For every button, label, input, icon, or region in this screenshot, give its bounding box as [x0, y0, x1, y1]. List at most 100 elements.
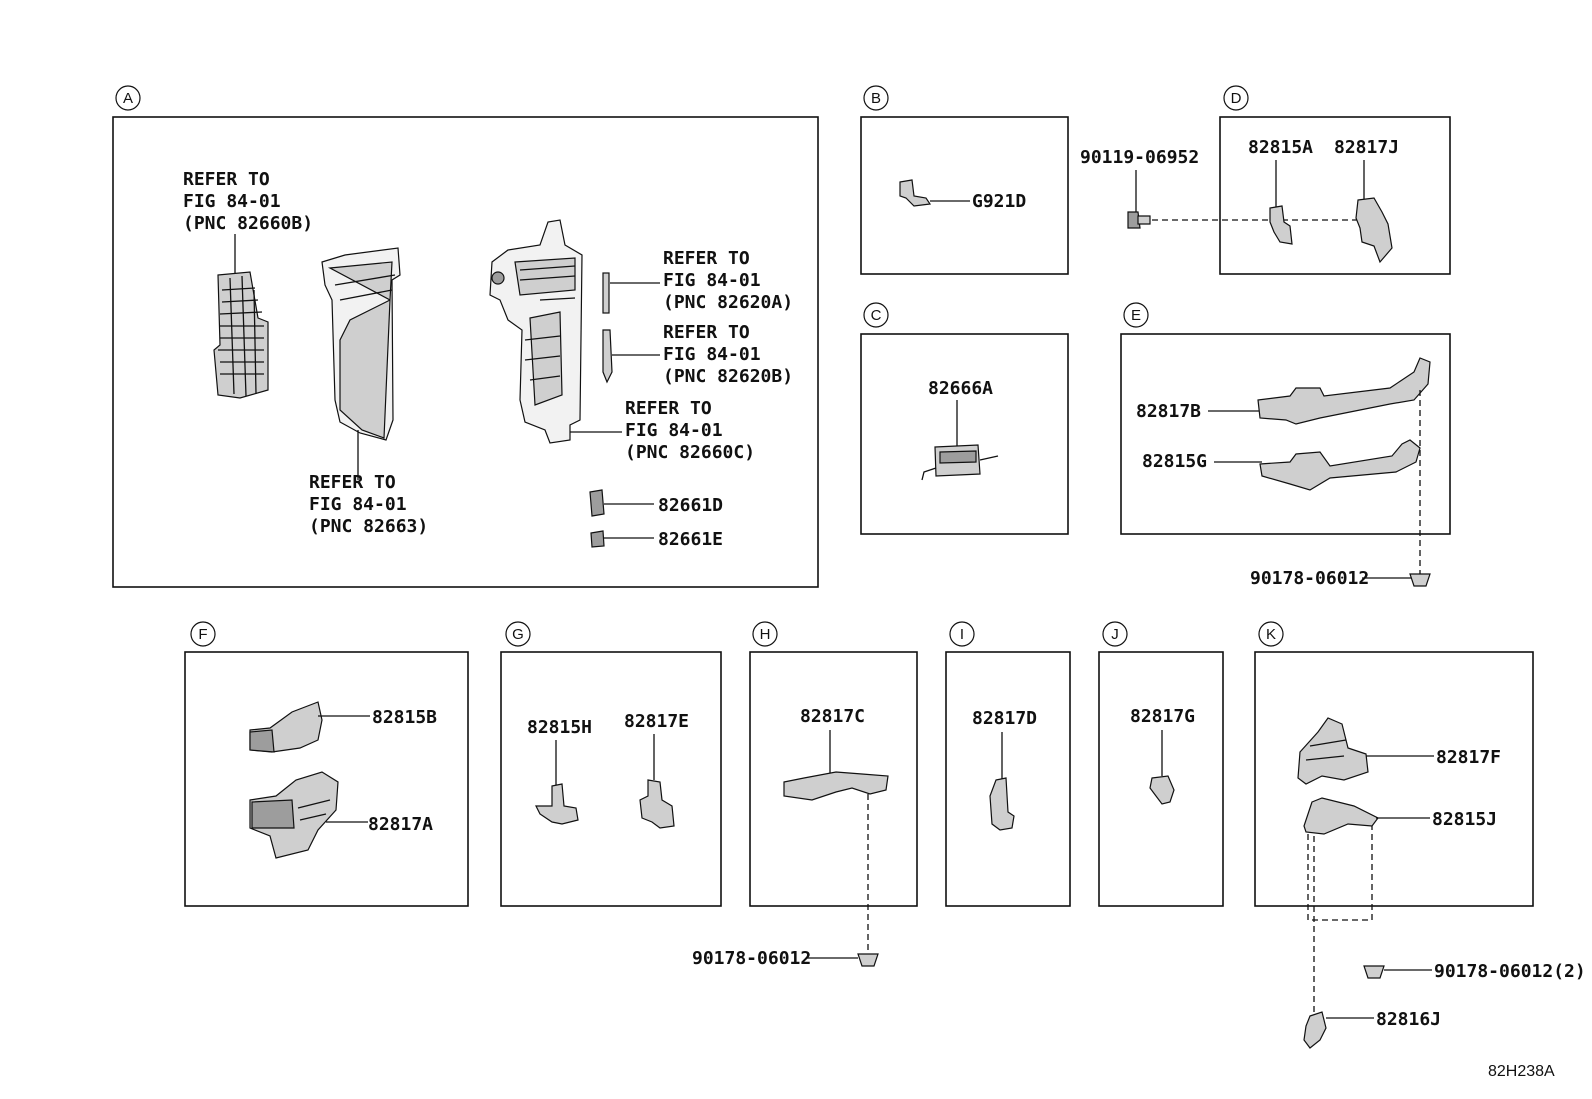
- section-k: K 82817F 82815J 90178-06012(2) 82816J: [1254, 621, 1586, 1049]
- label-82817b: 82817B: [1136, 401, 1201, 422]
- label-g921d: G921D: [972, 191, 1026, 212]
- section-b-marker: [863, 85, 889, 111]
- part-g921d: [899, 179, 932, 207]
- clip-90178-06012-h: [857, 953, 879, 967]
- label-90178-06012-2: 90178-06012(2): [1434, 961, 1586, 982]
- refer-82620b-line2: FIG 84-01: [663, 344, 761, 365]
- part-82815a: [1269, 205, 1293, 245]
- section-c-letter: C: [871, 307, 882, 324]
- section-e-marker: [1123, 302, 1149, 328]
- section-a-box: [112, 116, 819, 588]
- section-a-marker: [115, 85, 141, 111]
- section-j-letter: J: [1111, 626, 1119, 643]
- part-82817d: [989, 777, 1015, 831]
- label-82816j: 82816J: [1376, 1009, 1441, 1030]
- bracket-dashed-k: [1307, 826, 1373, 921]
- section-e-letter: E: [1131, 307, 1141, 324]
- section-k-letter: K: [1266, 626, 1276, 643]
- label-82817g: 82817G: [1130, 706, 1195, 727]
- part-82817a: [249, 771, 339, 859]
- refer-82620b-line3: (PNC 82620B): [663, 366, 793, 387]
- section-d-marker: [1223, 85, 1249, 111]
- section-k-marker: [1258, 621, 1284, 647]
- label-82817d: 82817D: [972, 708, 1037, 729]
- part-82815h: [535, 783, 579, 825]
- label-90119-06952: 90119-06952: [1080, 147, 1199, 168]
- section-d: D 90119-06952 82815A 82817J: [1080, 85, 1451, 275]
- connector-82660b-part: [213, 271, 269, 399]
- part-82817j: [1355, 197, 1393, 264]
- part-82815g: [1259, 439, 1421, 491]
- refer-82620a-line3: (PNC 82620A): [663, 292, 793, 313]
- section-a-letter: A: [123, 90, 133, 107]
- housing-82660c-part: [489, 219, 583, 444]
- section-h-letter: H: [760, 626, 771, 643]
- part-82816j: [1303, 1011, 1327, 1049]
- part-82817c: [783, 771, 889, 801]
- section-c-marker: [863, 302, 889, 328]
- label-82817j: 82817J: [1334, 137, 1399, 158]
- section-i-letter: I: [960, 626, 964, 643]
- label-82815b: 82815B: [372, 707, 437, 728]
- refer-82660c-line1: REFER TO: [625, 398, 712, 419]
- refer-82660b-line2: FIG 84-01: [183, 191, 281, 212]
- part-82815b: [249, 701, 323, 753]
- clip-90178-06012-k: [1363, 965, 1385, 979]
- part-82817b: [1257, 357, 1431, 425]
- part-82666a: [921, 444, 999, 481]
- figure-code: 82H238A: [1488, 1063, 1555, 1080]
- section-b: B G921D: [860, 85, 1069, 275]
- section-j-marker: [1102, 621, 1128, 647]
- label-82815g: 82815G: [1142, 451, 1207, 472]
- refer-82660c-line3: (PNC 82660C): [625, 442, 755, 463]
- label-82661d: 82661D: [658, 495, 723, 516]
- section-d-box: [1219, 116, 1451, 275]
- section-k-box: [1254, 651, 1534, 907]
- section-f: F 82815B 82817A: [184, 621, 469, 907]
- refer-82620a-line2: FIG 84-01: [663, 270, 761, 291]
- section-i: I 82817D: [945, 621, 1071, 907]
- section-i-marker: [949, 621, 975, 647]
- section-h: H 82817C 90178-06012: [692, 621, 918, 969]
- section-a: A REFER TO FIG 84-01 (PNC 82660B) REFER …: [112, 85, 819, 588]
- refer-82620a-line1: REFER TO: [663, 248, 750, 269]
- clip-90178-06012-e: [1409, 573, 1431, 587]
- section-e: E 82817B 82815G 90178-06012: [1120, 302, 1451, 589]
- section-g: G 82815H 82817E: [500, 621, 722, 907]
- label-90178-06012-h: 90178-06012: [692, 948, 811, 969]
- section-j-box: [1098, 651, 1224, 907]
- refer-82663-line3: (PNC 82663): [309, 516, 428, 537]
- refer-82660c-line2: FIG 84-01: [625, 420, 723, 441]
- section-j: J 82817G: [1098, 621, 1224, 907]
- clip-82661e-part: [590, 530, 605, 548]
- label-82815j: 82815J: [1432, 809, 1497, 830]
- label-82661e: 82661E: [658, 529, 723, 550]
- part-82817g: [1149, 775, 1175, 805]
- clip-82661d-part: [589, 489, 605, 517]
- refer-82660b-line1: REFER TO: [183, 169, 270, 190]
- label-82666a: 82666A: [928, 378, 993, 399]
- refer-82660b-line3: (PNC 82660B): [183, 213, 313, 234]
- label-82817f: 82817F: [1436, 747, 1501, 768]
- section-h-marker: [752, 621, 778, 647]
- section-g-letter: G: [512, 626, 524, 643]
- refer-82663-line2: FIG 84-01: [309, 494, 407, 515]
- part-82815j: [1303, 797, 1379, 835]
- label-82817e: 82817E: [624, 711, 689, 732]
- label-82815a: 82815A: [1248, 137, 1313, 158]
- refer-82620b-line1: REFER TO: [663, 322, 750, 343]
- section-g-marker: [505, 621, 531, 647]
- section-f-box: [184, 651, 469, 907]
- bolt-90119-06952-part: [1127, 211, 1151, 229]
- section-c: C 82666A: [860, 302, 1069, 535]
- section-h-box: [749, 651, 918, 907]
- section-f-letter: F: [198, 626, 207, 643]
- fuse-82620b-part: [602, 329, 613, 384]
- part-82817f: [1297, 717, 1369, 785]
- section-b-box: [860, 116, 1069, 275]
- refer-82663-line1: REFER TO: [309, 472, 396, 493]
- part-82817e: [639, 779, 675, 829]
- section-g-box: [500, 651, 722, 907]
- section-i-box: [945, 651, 1071, 907]
